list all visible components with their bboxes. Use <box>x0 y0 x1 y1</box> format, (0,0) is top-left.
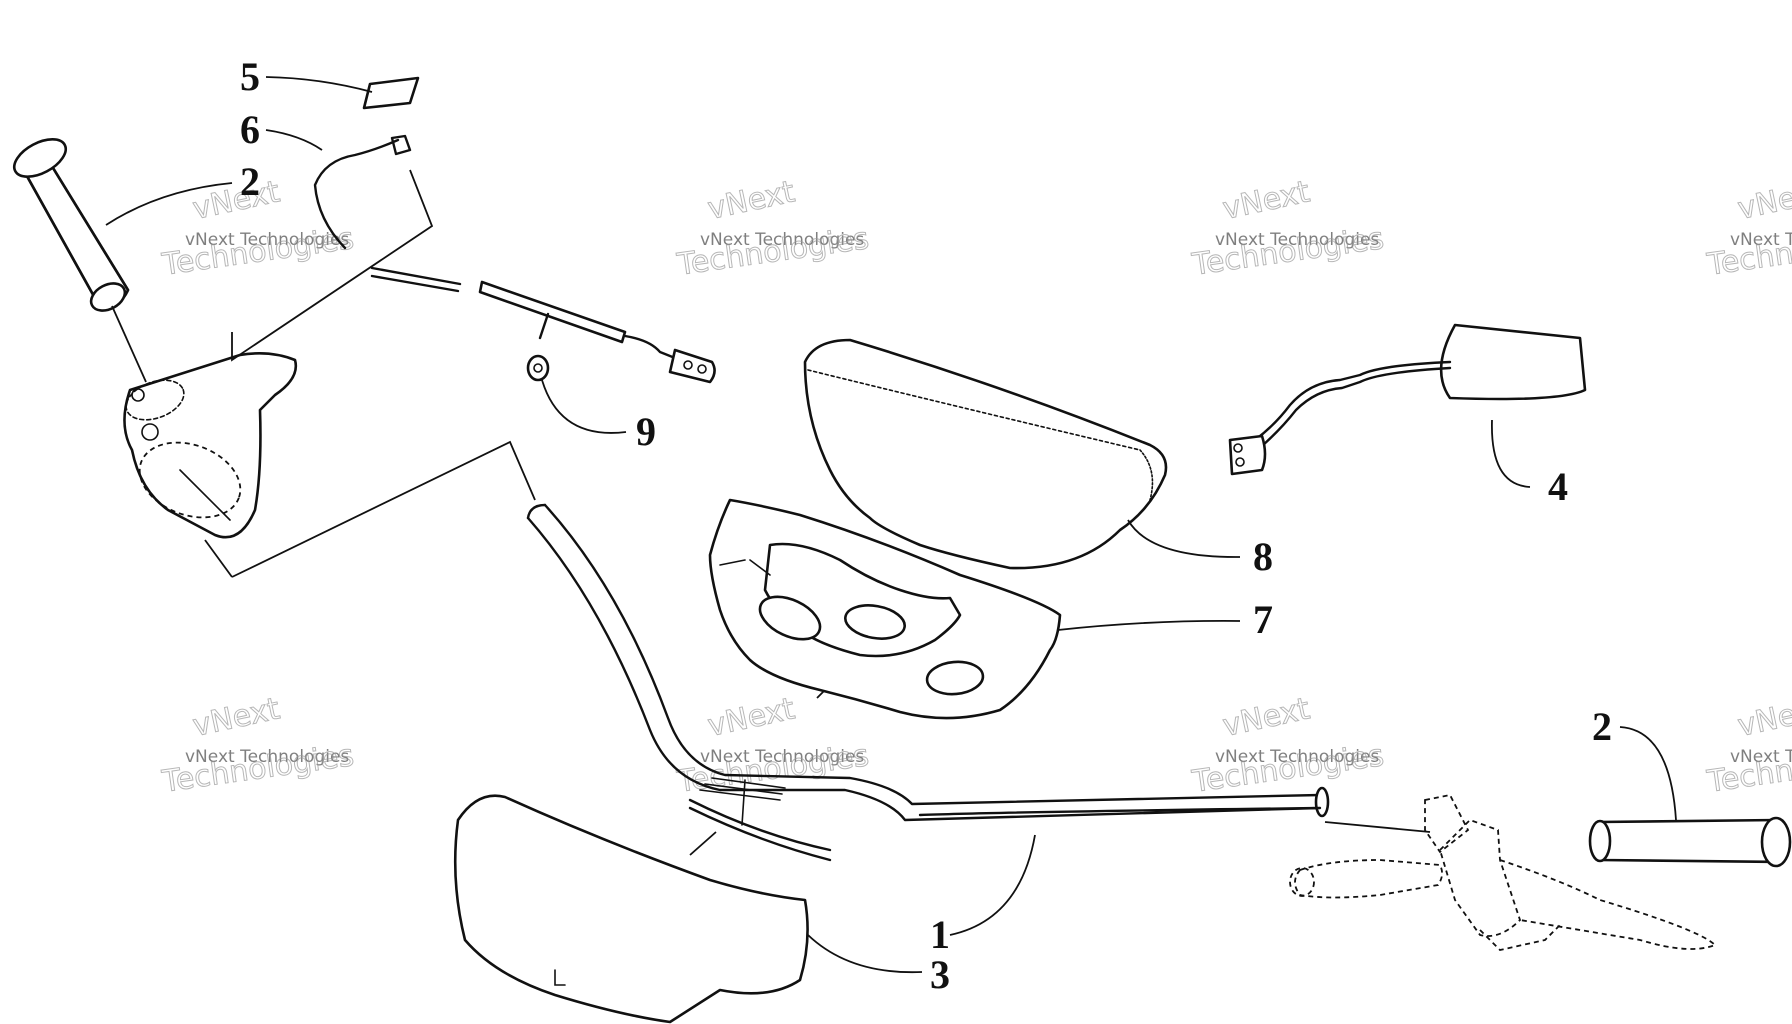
watermark-vnext: vNext <box>190 691 283 744</box>
watermark-vnext: vNext <box>1735 174 1792 227</box>
leader-line-3 <box>807 934 923 974</box>
throttle-housing <box>123 352 298 539</box>
watermark-vnext: vNext <box>1220 691 1313 744</box>
leader-line-1 <box>949 834 1036 936</box>
alignment-line <box>231 169 434 362</box>
watermark-vnext: vNext <box>705 691 798 744</box>
callout-3: 3 <box>930 952 950 997</box>
callout-7: 7 <box>1253 597 1273 642</box>
watermark-vnext: vNext <box>1735 691 1792 744</box>
callout-1: 1 <box>930 912 950 957</box>
heater-wire-part-6 <box>313 134 462 293</box>
leader-line-9 <box>541 379 627 434</box>
alignment-line <box>204 539 233 578</box>
watermark-text: vNext Technologies <box>185 747 349 767</box>
handlebar <box>526 503 1330 862</box>
watermark-text: vNext Technologies <box>185 230 349 250</box>
bar-pad-part-3 <box>453 794 809 1024</box>
watermark-text: vNext Technologies <box>1215 230 1379 250</box>
pad-part-5 <box>362 76 420 110</box>
axis-line <box>111 305 147 383</box>
heating-element-part-4 <box>1228 323 1587 476</box>
crossbar-pad-part-8 <box>803 338 1168 570</box>
leader-line-8 <box>1127 519 1241 558</box>
callout-4: 4 <box>1548 464 1568 509</box>
watermark-text: vNext Technologies <box>1730 747 1792 767</box>
leader-line-7 <box>1057 620 1241 631</box>
watermark-text: vNext Technologies <box>1730 230 1792 250</box>
leader-line-2-left <box>105 182 233 226</box>
alignment-line <box>689 831 717 856</box>
wire-harness <box>478 280 716 384</box>
right-hand-grip <box>1588 816 1792 868</box>
callout-5: 5 <box>240 54 260 99</box>
callout-6: 6 <box>240 107 260 152</box>
alignment-line <box>231 440 536 578</box>
brake-lever-assembly <box>1289 793 1717 951</box>
leader-line-2-right <box>1619 726 1677 821</box>
watermark-text: vNext Technologies <box>1215 747 1379 767</box>
alignment-line <box>1324 821 1431 833</box>
watermark-vnext: vNext <box>190 174 283 227</box>
left-hand-grip <box>12 138 130 312</box>
watermark-text: vNext Technologies <box>700 747 864 767</box>
callout-9: 9 <box>636 409 656 454</box>
leader-line-6 <box>265 129 323 151</box>
crossbar-pad-cover-part-7 <box>708 498 1062 720</box>
leader-line-5 <box>265 76 373 93</box>
leader-line-4 <box>1491 419 1531 488</box>
watermark-vnext: vNext <box>1220 174 1313 227</box>
callout-2-left: 2 <box>240 159 260 204</box>
callout-2-right: 2 <box>1592 704 1612 749</box>
watermark-vnext: vNext <box>705 174 798 227</box>
watermark-text: vNext Technologies <box>700 230 864 250</box>
callout-8: 8 <box>1253 534 1273 579</box>
